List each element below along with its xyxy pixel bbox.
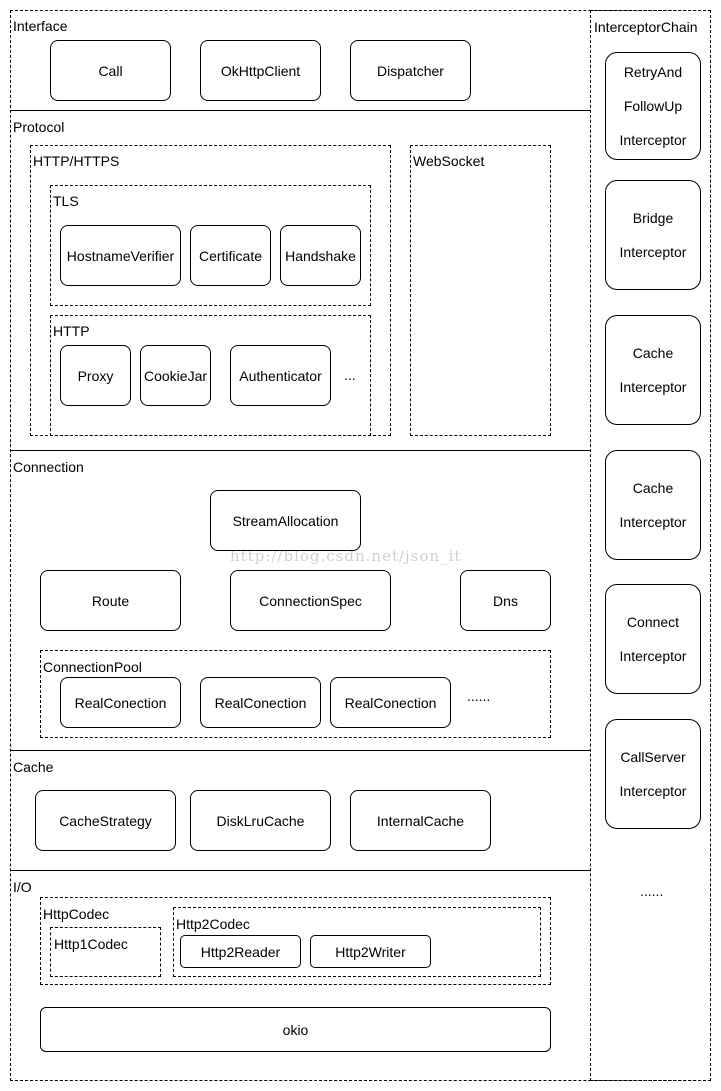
http2reader-box: Http2Reader: [180, 935, 301, 968]
cache-interceptor-box-2: Cache Interceptor: [605, 450, 701, 560]
callserver-interceptor-box: CallServer Interceptor: [605, 719, 701, 829]
tls-group-title: TLS: [53, 193, 79, 209]
connectionpool-group: [40, 650, 551, 738]
cookiejar-box: CookieJar: [140, 345, 211, 406]
protocol-section-title: Protocol: [13, 119, 65, 135]
route-box: Route: [40, 570, 181, 631]
connectionpool-more-ellipsis: ......: [467, 688, 491, 704]
dispatcher-box: Dispatcher: [350, 40, 471, 101]
connect-interceptor-line-1: Connect: [626, 614, 680, 630]
interceptor-chain-title: InterceptorChain: [594, 19, 698, 35]
handshake-box: Handshake: [280, 225, 361, 286]
http2writer-box: Http2Writer: [310, 935, 431, 968]
bridge-interceptor-line-1: Bridge: [632, 210, 674, 226]
connectionpool-group-title: ConnectionPool: [43, 659, 142, 675]
http2codec-group-title: Http2Codec: [176, 916, 250, 932]
dns-box: Dns: [460, 570, 551, 631]
retry-followup-interceptor-line-1: RetryAnd: [623, 64, 683, 80]
divider-cache-io: [10, 870, 590, 871]
realconection-box-2: RealConection: [200, 677, 321, 728]
cache-interceptor-1-line-1: Cache: [632, 345, 674, 361]
connection-section-title: Connection: [13, 459, 84, 475]
cache-interceptor-1-line-2: Interceptor: [619, 379, 687, 395]
cache-interceptor-2-line-2: Interceptor: [619, 514, 687, 530]
okhttpclient-box: OkHttpClient: [200, 40, 321, 101]
cache-interceptor-2-line-1: Cache: [632, 480, 674, 496]
connect-interceptor-box: Connect Interceptor: [605, 584, 701, 694]
internalcache-box: InternalCache: [350, 790, 491, 851]
http-more-ellipsis: ...: [344, 367, 356, 383]
cache-interceptor-box-1: Cache Interceptor: [605, 315, 701, 425]
httpcodec-group-title: HttpCodec: [43, 906, 110, 922]
http-group-title: HTTP: [53, 323, 90, 339]
http-https-group-title: HTTP/HTTPS: [33, 153, 120, 169]
websocket-group-title: WebSocket: [413, 153, 485, 169]
realconection-box-3: RealConection: [330, 677, 451, 728]
interface-section-title: Interface: [13, 18, 68, 34]
http-group: [50, 315, 371, 436]
authenticator-box: Authenticator: [230, 345, 331, 406]
callserver-interceptor-line-1: CallServer: [620, 749, 686, 765]
hostnameverifier-box: HostnameVerifier: [60, 225, 181, 286]
okio-box: okio: [40, 1007, 551, 1052]
websocket-group: [410, 145, 551, 436]
streamallocation-box: StreamAllocation: [210, 490, 361, 551]
disklrucache-box: DiskLruCache: [190, 790, 331, 851]
connect-interceptor-line-2: Interceptor: [619, 648, 687, 664]
realconection-box-1: RealConection: [60, 677, 181, 728]
tls-group: [50, 185, 371, 306]
retry-followup-interceptor-line-3: Interceptor: [619, 132, 687, 148]
watermark: http://blog.csdn.net/json_it: [230, 547, 462, 565]
http1codec-group: [50, 927, 161, 977]
certificate-box: Certificate: [190, 225, 271, 286]
divider-connection-cache: [10, 750, 590, 751]
cachestrategy-box: CacheStrategy: [35, 790, 176, 851]
divider-protocol-connection: [10, 450, 590, 451]
http2codec-group: [173, 907, 541, 977]
retry-followup-interceptor-line-2: FollowUp: [623, 98, 683, 114]
io-section-title: I/O: [13, 879, 32, 895]
retry-followup-interceptor-box: RetryAnd FollowUp Interceptor: [605, 52, 701, 160]
callserver-interceptor-line-2: Interceptor: [619, 783, 687, 799]
interceptor-chain-more-ellipsis: ......: [640, 883, 664, 899]
httpcodec-group: [40, 897, 551, 985]
cache-section-title: Cache: [13, 759, 54, 775]
divider-interface-protocol: [10, 110, 590, 111]
connectionspec-box: ConnectionSpec: [230, 570, 391, 631]
proxy-box: Proxy: [60, 345, 131, 406]
bridge-interceptor-box: Bridge Interceptor: [605, 180, 701, 290]
call-box: Call: [50, 40, 171, 101]
interceptor-chain-column: [590, 10, 711, 1081]
bridge-interceptor-line-2: Interceptor: [619, 244, 687, 260]
http1codec-label: Http1Codec: [54, 936, 128, 952]
